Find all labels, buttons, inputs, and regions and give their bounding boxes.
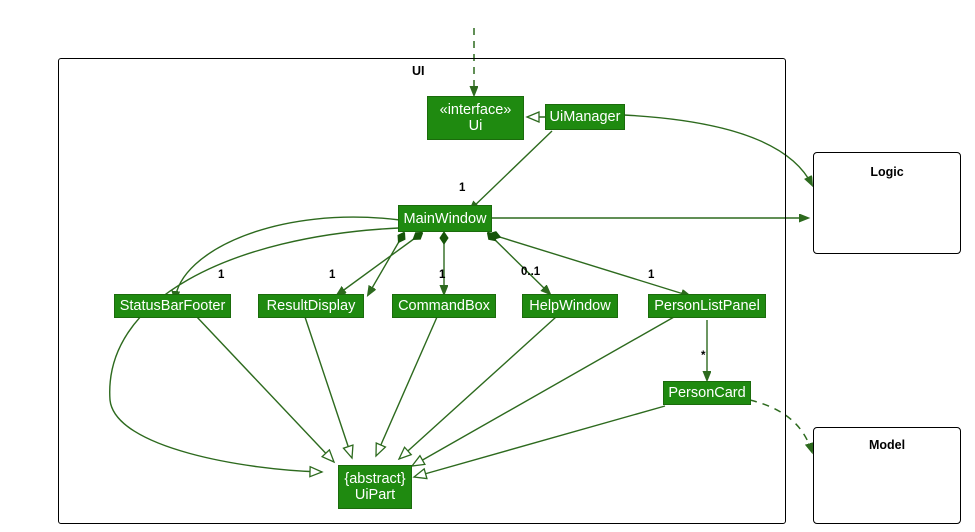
class-ui-manager-name: UiManager — [549, 109, 621, 125]
class-command-box[interactable]: CommandBox — [392, 294, 496, 318]
class-help-window[interactable]: HelpWindow — [522, 294, 618, 318]
multiplicity-statusbarfooter: 1 — [218, 269, 225, 281]
class-ui-interface-stereotype: «interface» — [439, 102, 512, 118]
edge-commandbox-to-uipart — [375, 316, 438, 458]
edge-mainwindow-to-personlistpanel — [490, 234, 690, 296]
multiplicity-personlistpanel: 1 — [648, 269, 655, 281]
class-status-bar-footer-name: StatusBarFooter — [119, 298, 226, 314]
class-person-card-name: PersonCard — [668, 385, 746, 401]
multiplicity-personcard: * — [701, 350, 706, 362]
multiplicity-mainwindow: 1 — [459, 182, 466, 194]
logic-component-box[interactable] — [813, 152, 961, 254]
class-ui-part-modifier: {abstract} — [344, 471, 406, 487]
edge-personcard-to-model — [749, 399, 812, 452]
class-ui-interface-name: Ui — [468, 118, 483, 134]
class-command-box-name: CommandBox — [398, 298, 490, 314]
edge-personlistpanel-to-uipart — [410, 316, 675, 467]
edge-mainwindow-curve-to-statusbarfooter — [175, 216, 401, 300]
edge-statusbarfooter-to-uipart — [195, 315, 336, 464]
class-result-display[interactable]: ResultDisplay — [258, 294, 364, 318]
class-status-bar-footer[interactable]: StatusBarFooter — [114, 294, 231, 318]
class-person-list-panel-name: PersonListPanel — [654, 298, 760, 314]
class-person-card[interactable]: PersonCard — [663, 381, 751, 405]
edge-personcard-to-uipart — [412, 405, 666, 480]
ui-package-frame — [58, 58, 786, 524]
multiplicity-resultdisplay: 1 — [329, 269, 336, 281]
class-ui-interface[interactable]: «interface» Ui — [427, 96, 524, 140]
class-main-window[interactable]: MainWindow — [398, 205, 492, 232]
edge-mainwindow-to-uipart — [109, 227, 400, 478]
multiplicity-commandbox: 1 — [439, 269, 446, 281]
class-help-window-name: HelpWindow — [529, 298, 611, 314]
edge-uimanager-to-mainwindow — [470, 130, 553, 210]
class-ui-part-name: UiPart — [354, 487, 396, 503]
multiplicity-helpwindow: 0..1 — [521, 266, 541, 278]
edge-mainwindow-to-resultdisplay — [337, 233, 422, 295]
model-component-label: Model — [868, 438, 906, 452]
ui-package-label: UI — [412, 64, 425, 78]
model-component-box[interactable] — [813, 427, 961, 524]
logic-component-label: Logic — [870, 165, 904, 179]
class-person-list-panel[interactable]: PersonListPanel — [648, 294, 766, 318]
edge-uimanager-to-logic — [623, 114, 812, 185]
class-ui-part[interactable]: {abstract} UiPart — [338, 465, 412, 509]
class-result-display-name: ResultDisplay — [266, 298, 356, 314]
class-main-window-name: MainWindow — [403, 210, 487, 227]
edge-resultdisplay-to-uipart — [304, 316, 354, 460]
class-ui-manager[interactable]: UiManager — [545, 104, 625, 130]
edge-helpwindow-to-uipart — [397, 316, 557, 461]
